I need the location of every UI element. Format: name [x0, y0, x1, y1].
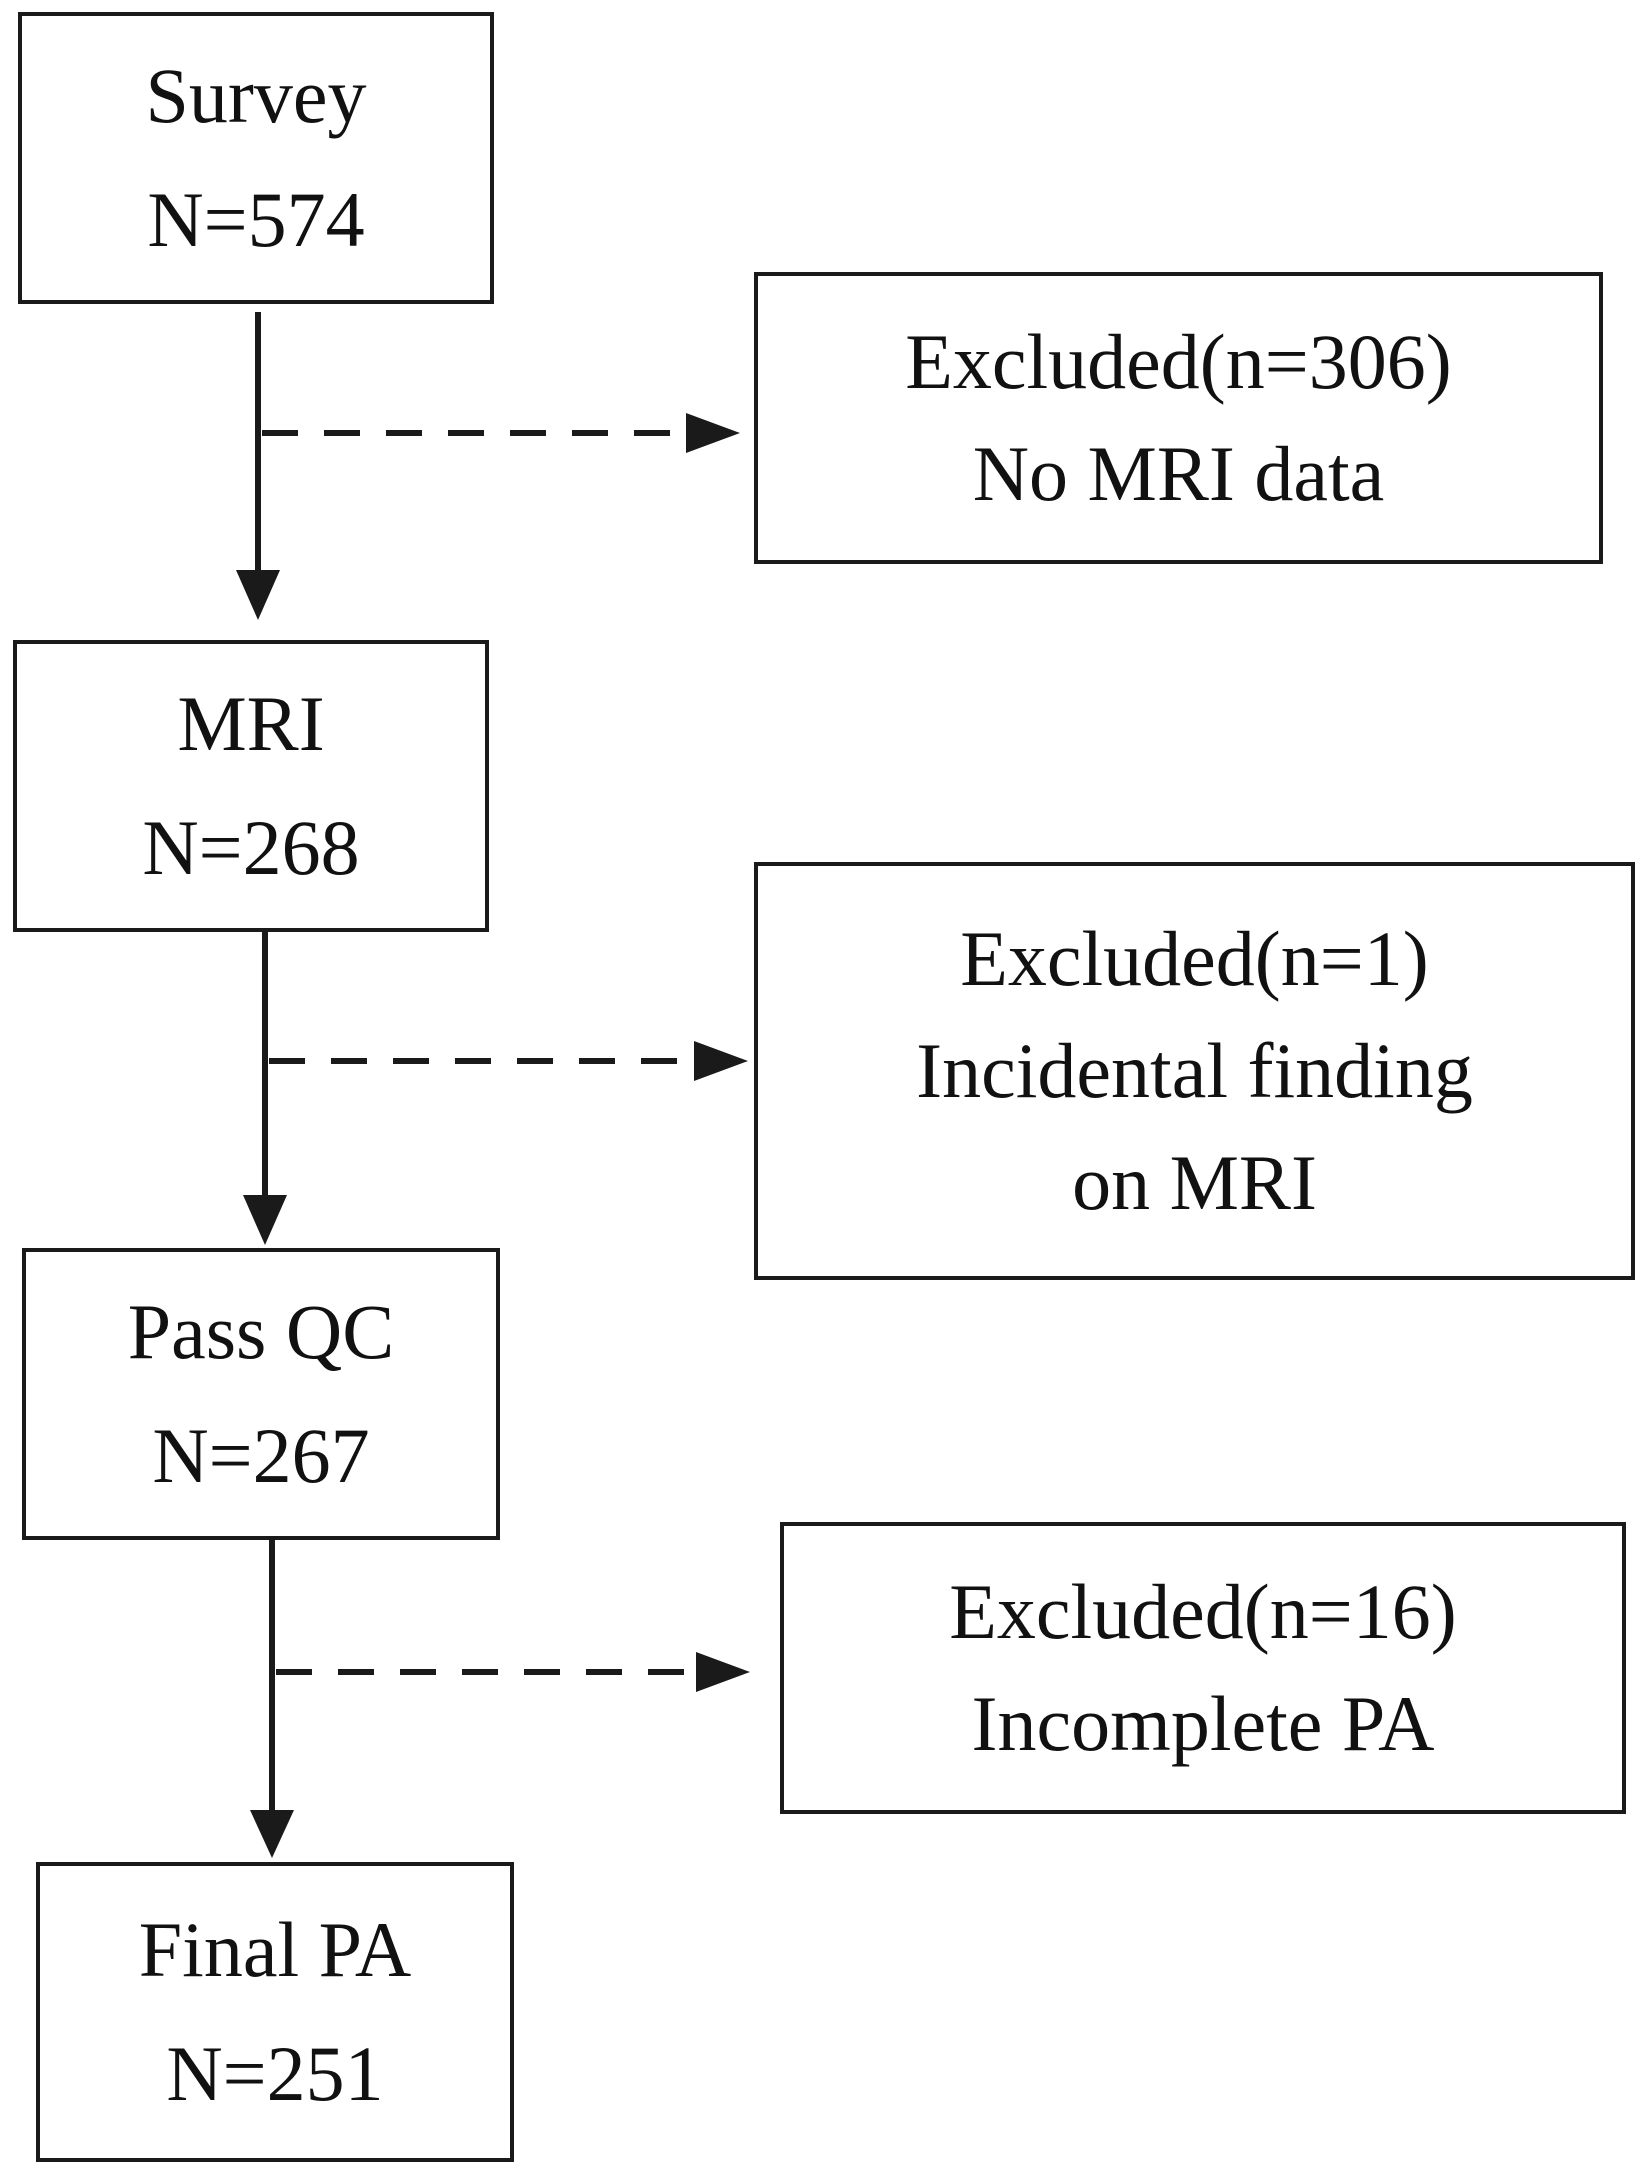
mri-count: N=268: [142, 804, 360, 891]
mri-label: MRI: [177, 680, 325, 767]
excluded-2-reason-line1: Incidental finding: [916, 1027, 1473, 1114]
excluded-1-title: Excluded(n=306): [905, 318, 1452, 405]
excluded-box-3: Excluded(n=16) Incomplete PA: [780, 1522, 1626, 1814]
pass-qc-box: Pass QC N=267: [22, 1248, 500, 1540]
final-pa-count: N=251: [166, 2030, 384, 2117]
final-pa-box: Final PA N=251: [36, 1862, 514, 2162]
survey-count: N=574: [147, 176, 365, 263]
arrowhead-mri: [236, 570, 280, 620]
excluded-3-reason: Incomplete PA: [971, 1680, 1435, 1767]
final-pa-label: Final PA: [138, 1906, 412, 1993]
pass-qc-label: Pass QC: [127, 1288, 395, 1375]
excluded-3-title: Excluded(n=16): [949, 1568, 1457, 1655]
survey-label: Survey: [145, 52, 367, 139]
arrowhead-excluded-1: [686, 413, 740, 453]
pass-qc-count: N=267: [152, 1412, 370, 1499]
survey-box: Survey N=574: [18, 12, 494, 304]
excluded-1-reason: No MRI data: [972, 430, 1385, 517]
excluded-box-1: Excluded(n=306) No MRI data: [754, 272, 1603, 564]
arrowhead-excluded-2: [694, 1041, 748, 1081]
excluded-2-title: Excluded(n=1): [960, 915, 1429, 1002]
mri-box: MRI N=268: [13, 640, 489, 932]
excluded-2-reason-line2: on MRI: [1072, 1139, 1317, 1226]
arrowhead-final: [250, 1810, 294, 1858]
arrowhead-excluded-3: [696, 1652, 750, 1692]
excluded-box-2: Excluded(n=1) Incidental finding on MRI: [754, 862, 1635, 1280]
arrowhead-passqc: [243, 1195, 287, 1245]
